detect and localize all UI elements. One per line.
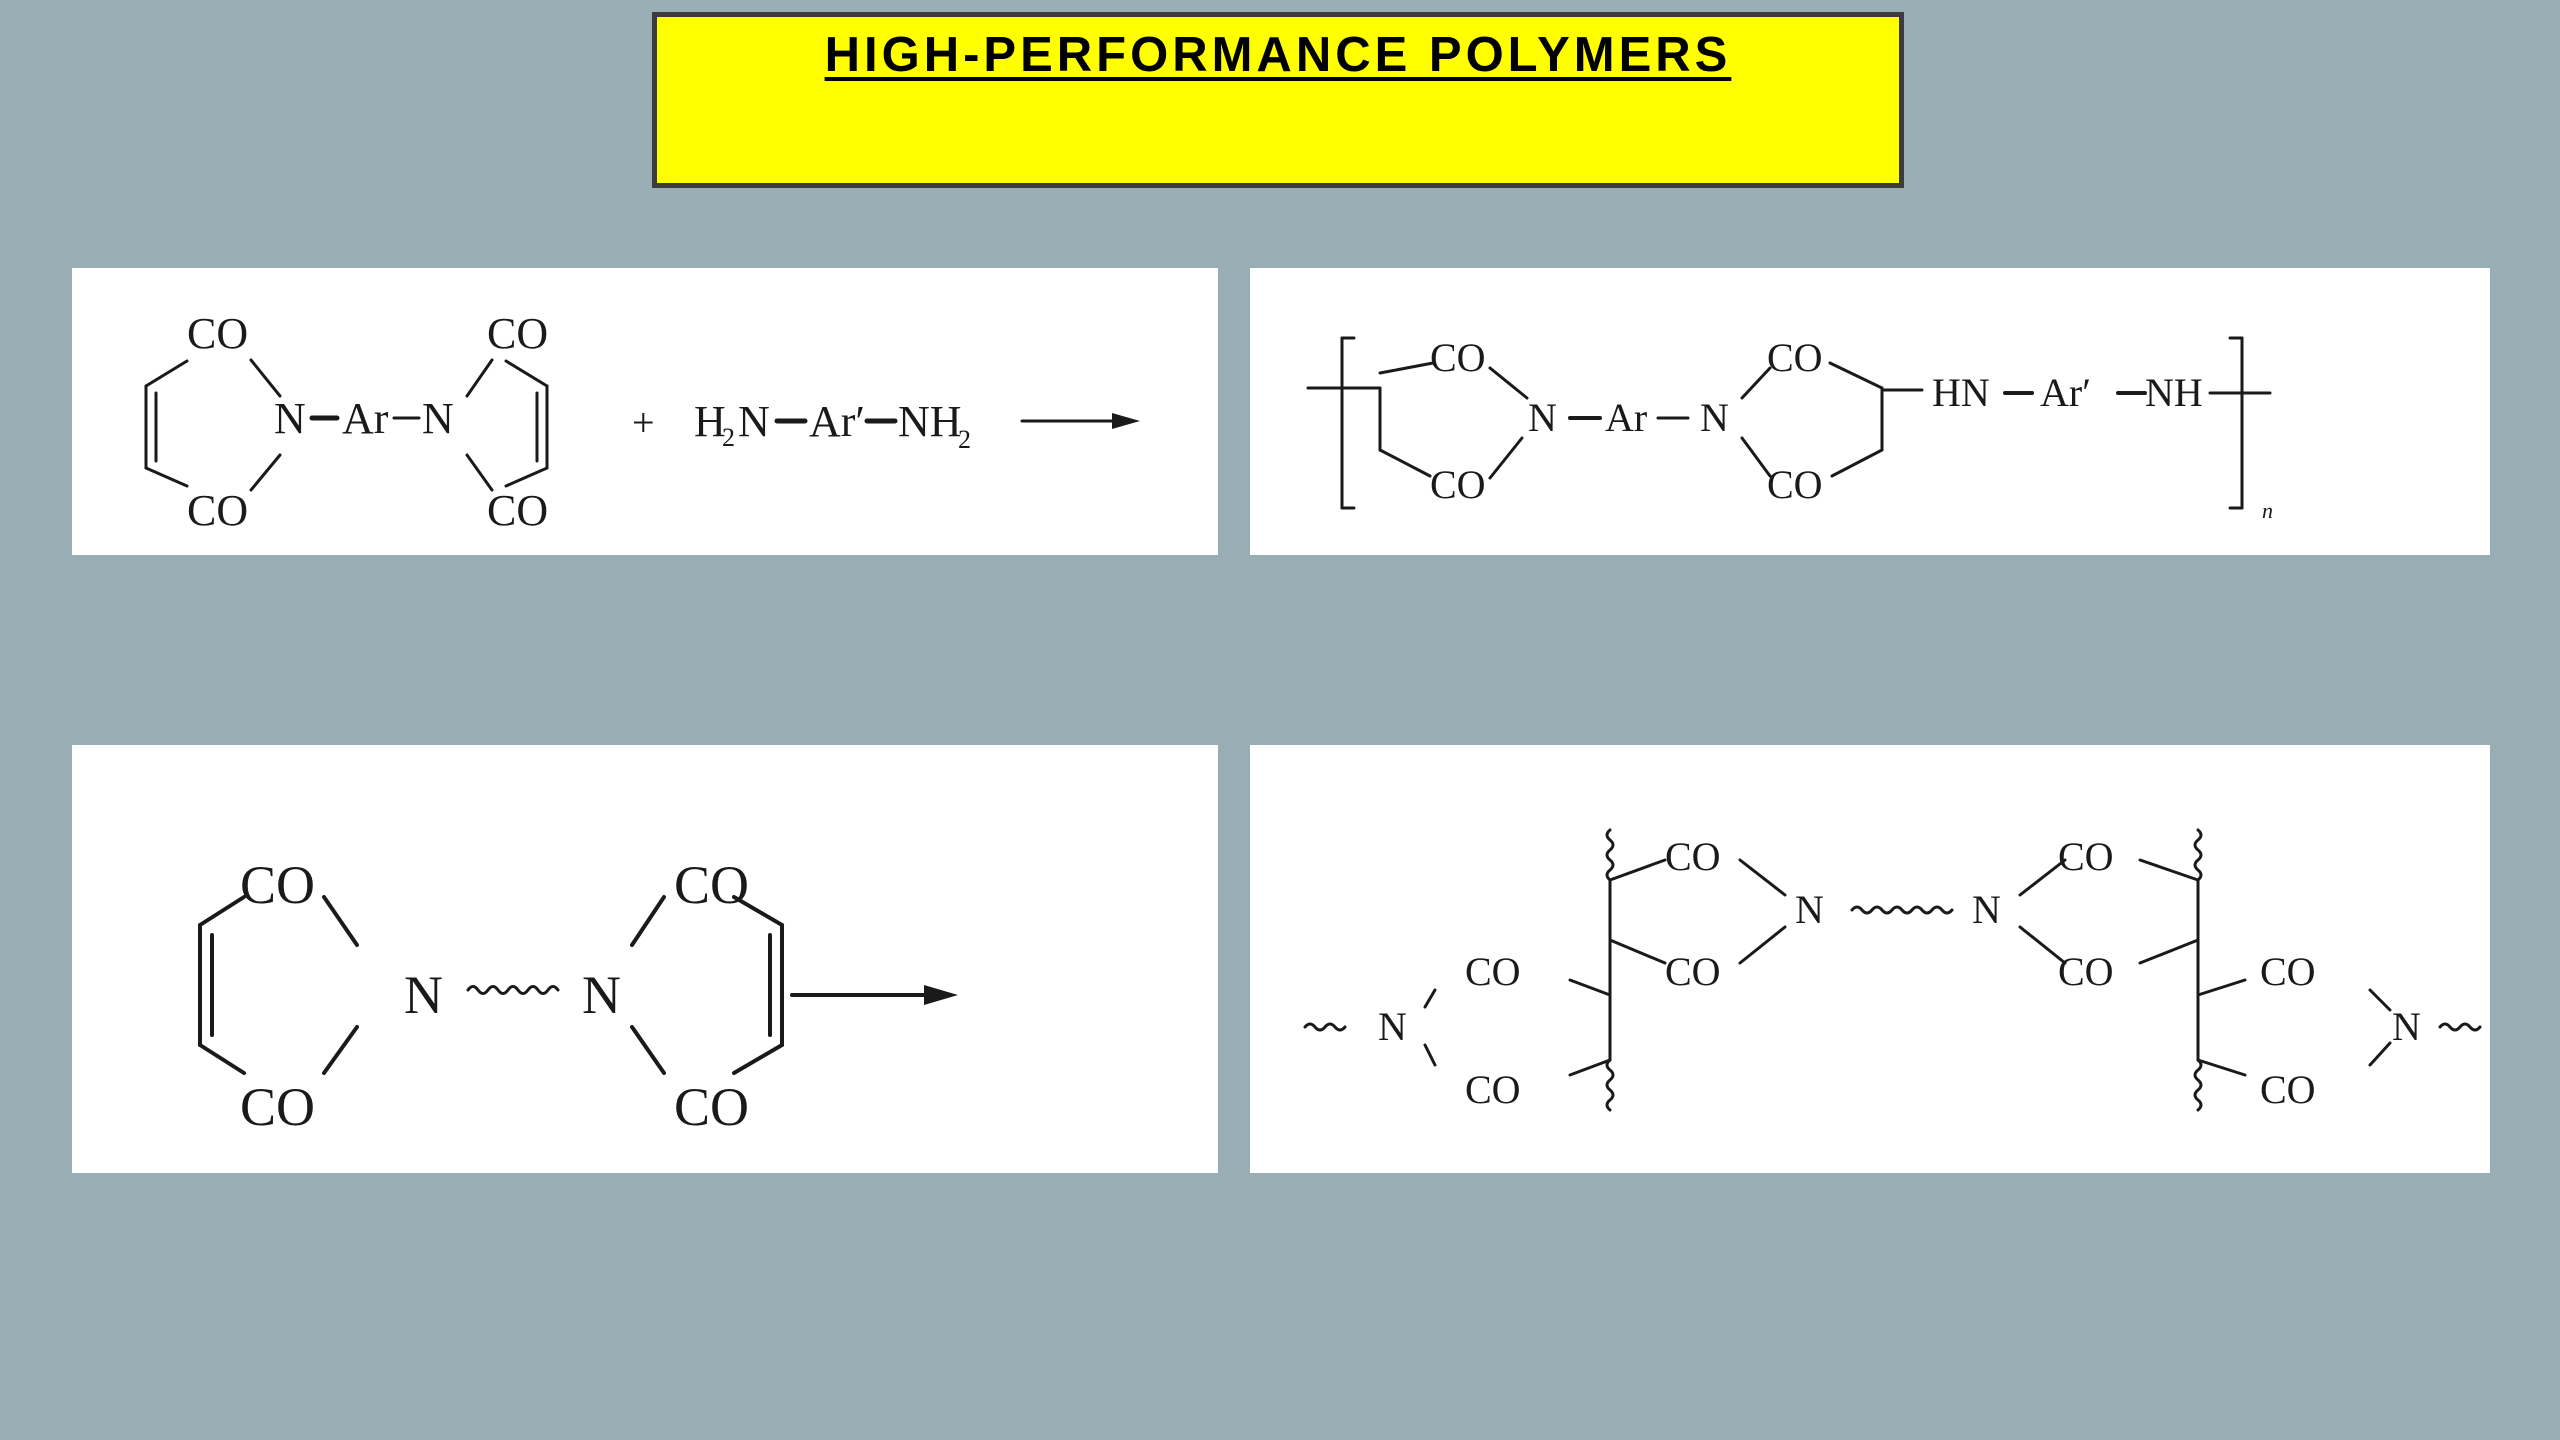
reaction-arrow-head [924,985,958,1005]
co-label: CO [1767,335,1823,380]
ar-prime-label: Ar′ [809,397,865,446]
h-label: H [694,397,726,446]
reaction-bismaleimide-diamine-panel: CO CO N Ar N CO CO + H 2 N Ar′ NH 2 [72,268,1218,555]
co-label: CO [487,486,548,535]
co-label: CO [1665,949,1721,994]
n-label: N [1700,395,1729,440]
co-label: CO [1465,949,1521,994]
page-title: HIGH-PERFORMANCE POLYMERS [824,28,1732,82]
n-label: N [582,965,621,1025]
co-label: CO [1665,834,1721,879]
plus-sign: + [632,400,655,445]
bismaleimide-diamine-reactants-diagram: CO CO N Ar N CO CO + H 2 N Ar′ NH 2 [144,309,1140,535]
reaction-arrow-head [1112,413,1140,429]
nh-label: NH [898,397,962,446]
co-label: CO [674,1077,749,1137]
n-label: N [1972,887,2001,932]
title-banner: HIGH-PERFORMANCE POLYMERS [652,12,1904,188]
n-label: N [404,965,443,1025]
nh-label: NH [2145,370,2203,415]
co-label: CO [1767,462,1823,507]
polyaspartimide-repeat-unit-diagram: CO CO N Ar N CO CO HN Ar′ NH n [1306,335,2273,523]
co-label: CO [1430,462,1486,507]
co-label: CO [487,309,548,358]
co-label: CO [674,855,749,915]
hn-label: HN [1932,370,1990,415]
co-label: CO [240,855,315,915]
n-label: N [1795,887,1824,932]
ar-label: Ar [342,394,389,443]
n-label: N [1528,395,1557,440]
co-label: CO [1430,335,1486,380]
co-label: CO [1465,1067,1521,1112]
subscript-2: 2 [722,423,735,452]
co-label: CO [2058,834,2114,879]
n-label: N [2392,1004,2421,1049]
co-label: CO [2260,1067,2316,1112]
crosslinked-network-panel: CO CO N N CO CO CO CO N CO CO N [1250,745,2490,1173]
co-label: CO [187,309,248,358]
bismaleimide-monomer-diagram: CO CO N N CO CO [198,855,958,1137]
crosslinked-polyimide-network-diagram: CO CO N N CO CO CO CO N CO CO N [1303,828,2482,1112]
bismaleimide-crosslinking-panel: CO CO N N CO CO [72,745,1218,1173]
repeat-subscript-n: n [2262,498,2273,523]
n-label: N [1378,1004,1407,1049]
co-label: CO [2260,949,2316,994]
co-label: CO [240,1077,315,1137]
n-label: N [738,397,770,446]
polymer-repeat-unit-panel: CO CO N Ar N CO CO HN Ar′ NH n [1250,268,2490,555]
subscript-2: 2 [958,425,971,454]
co-label: CO [2058,949,2114,994]
ar-prime-label: Ar′ [2040,370,2091,415]
ar-label: Ar [1605,395,1647,440]
n-label: N [422,394,454,443]
n-label: N [274,394,306,443]
co-label: CO [187,486,248,535]
